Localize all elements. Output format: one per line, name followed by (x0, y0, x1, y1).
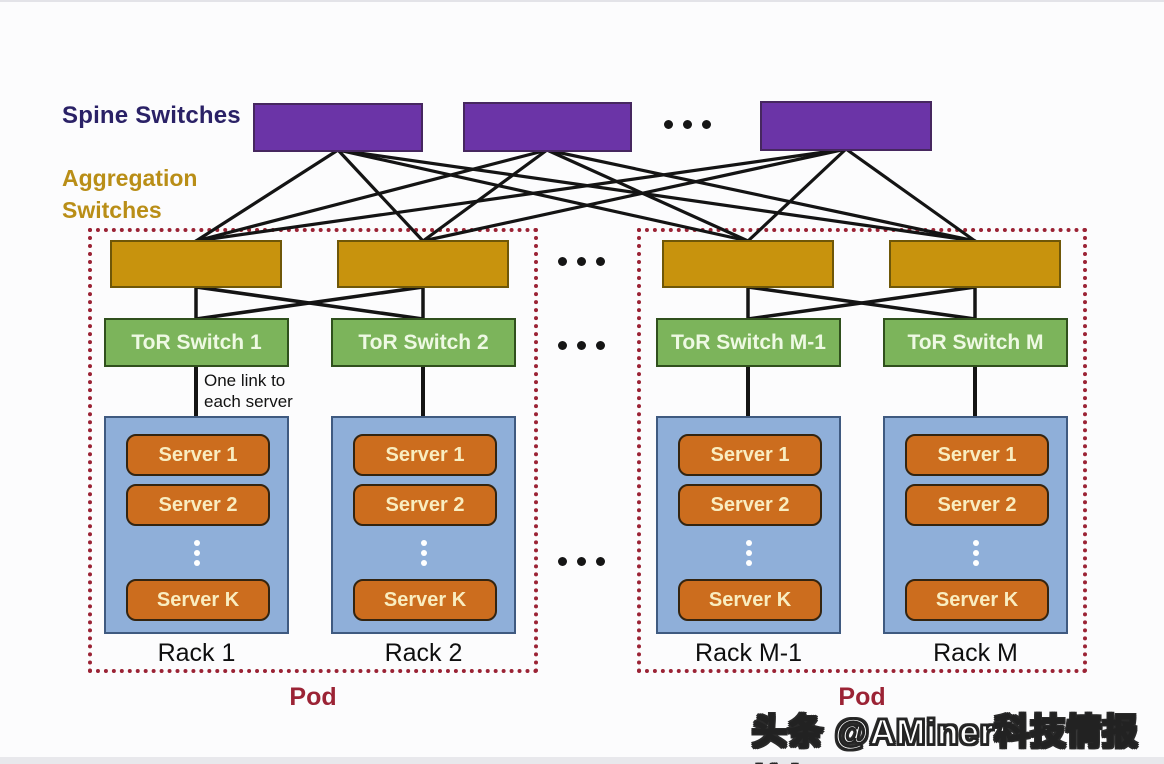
rack-1: Server 1 Server 2 Server K (104, 416, 289, 634)
dot (702, 120, 711, 129)
top-divider (0, 0, 1164, 2)
rack-m-1-label: Rack M-1 (695, 639, 802, 667)
pod-1-label: Pod (289, 683, 337, 711)
tor-switch-1: ToR Switch 1 (104, 318, 289, 367)
server-box: Server 2 (905, 484, 1049, 526)
server-box: Server 2 (678, 484, 822, 526)
spine-switches-label: Spine Switches (62, 102, 241, 129)
server-box: Server K (126, 579, 270, 621)
aggregation-label-line1: Aggregation (62, 165, 198, 191)
spine-switch-3 (760, 101, 932, 151)
mid-ellipsis-rack (558, 557, 605, 566)
mid-ellipsis-tor (558, 341, 605, 350)
tor-switch-2: ToR Switch 2 (331, 318, 516, 367)
rack-1-label: Rack 1 (157, 639, 236, 667)
server-box: Server 1 (126, 434, 270, 476)
aggregation-switch-3 (662, 240, 834, 288)
tor-switch-m: ToR Switch M (883, 318, 1068, 367)
bottom-bar (0, 757, 1164, 764)
one-link-annotation: One link to each server (204, 370, 293, 412)
aggregation-switches-label: Aggregation Switches (62, 162, 197, 226)
server-box: Server 1 (678, 434, 822, 476)
server-ellipsis-dots (420, 540, 427, 566)
rack-2: Server 1 Server 2 Server K (331, 416, 516, 634)
rack-2-label: Rack 2 (384, 639, 463, 667)
one-link-line1: One link to (204, 371, 286, 390)
dot (664, 120, 673, 129)
server-box: Server K (905, 579, 1049, 621)
server-box: Server 2 (126, 484, 270, 526)
aggregation-label-line2: Switches (62, 197, 162, 223)
spine-switch-2 (463, 102, 632, 152)
aggregation-switch-2 (337, 240, 509, 288)
watermark-text: 头条 @AMiner科技情报挖掘 (751, 712, 1139, 764)
server-ellipsis-dots (745, 540, 752, 566)
aggregation-switch-1 (110, 240, 282, 288)
server-box: Server K (353, 579, 497, 621)
server-box: Server 1 (353, 434, 497, 476)
dot (683, 120, 692, 129)
rack-m: Server 1 Server 2 Server K (883, 416, 1068, 634)
pod-2-border (637, 228, 1087, 673)
server-box: Server K (678, 579, 822, 621)
tor-switch-m-1: ToR Switch M-1 (656, 318, 841, 367)
spine-ellipsis-dots (664, 120, 711, 129)
aggregation-switch-4 (889, 240, 1061, 288)
spine-switch-1 (253, 103, 423, 152)
pod-1-border (88, 228, 538, 673)
rack-m-label: Rack M (933, 639, 1018, 667)
server-ellipsis-dots (972, 540, 979, 566)
rack-m-1: Server 1 Server 2 Server K (656, 416, 841, 634)
server-ellipsis-dots (193, 540, 200, 566)
server-box: Server 2 (353, 484, 497, 526)
mid-ellipsis-aggregation (558, 257, 605, 266)
server-box: Server 1 (905, 434, 1049, 476)
pod-2-label: Pod (838, 683, 886, 711)
one-link-line2: each server (204, 392, 293, 411)
